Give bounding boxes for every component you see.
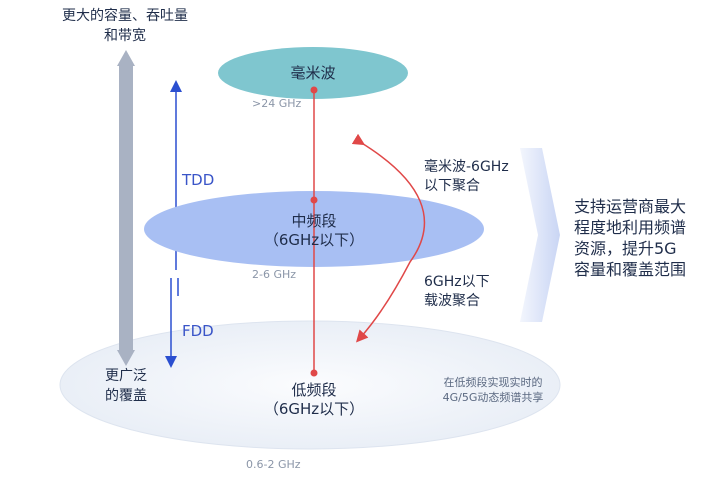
mmwave-ellipse	[218, 47, 408, 99]
bottom-axis-label: 更广泛 的覆盖	[96, 366, 156, 406]
chevron-arrow-shape	[520, 148, 560, 322]
mid-band-dot	[310, 196, 318, 204]
mid-band-range: 2-6 GHz	[252, 268, 297, 281]
upper-aggregation-label: 毫米波-6GHz 以下聚合	[424, 158, 509, 196]
mid-band-name: 中频段 （6GHz以下）	[249, 212, 379, 250]
top-axis-label-line1: 更大的容量、吞吐量	[62, 8, 188, 24]
summary-line3: 资源，提升5G	[574, 239, 677, 258]
summary-line1: 支持运营商最大	[574, 197, 687, 216]
mid-band-name-line1: 中频段	[291, 212, 337, 230]
gray-axis-bar	[119, 66, 133, 352]
low-band-range: 0.6-2 GHz	[246, 458, 301, 471]
top-axis-label-line2: 和带宽	[104, 28, 146, 44]
low-band-note-line1: 在低频段实现实时的	[443, 376, 543, 389]
lower-aggregation-line2: 载波聚合	[424, 293, 480, 309]
low-band-dot	[310, 369, 318, 377]
low-band-ellipse	[59, 320, 561, 450]
bottom-axis-label-line2: 的覆盖	[105, 388, 147, 404]
mmwave-dot	[310, 86, 318, 94]
gray-axis-top-head	[117, 50, 135, 66]
lower-aggregation-label: 6GHz以下 载波聚合	[424, 273, 490, 311]
top-axis-label: 更大的容量、吞吐量 和带宽	[40, 6, 210, 46]
low-band-note-line2: 4G/5G动态频谱共享	[442, 391, 544, 404]
low-band-note: 在低频段实现实时的 4G/5G动态频谱共享	[418, 375, 568, 405]
summary-text: 支持运营商最大 程度地利用频谱 资源，提升5G 容量和覆盖范围	[574, 196, 686, 280]
mid-band-name-line2: （6GHz以下）	[263, 231, 365, 249]
summary-line4: 容量和覆盖范围	[574, 260, 687, 279]
tdd-label: TDD	[182, 171, 215, 189]
mmwave-range: >24 GHz	[252, 97, 302, 110]
low-band-name-line1: 低频段	[291, 381, 337, 399]
gray-axis-bottom-head	[117, 350, 135, 366]
aggregation-curve-arrow	[351, 133, 426, 343]
low-band-name-line2: （6GHz以下）	[263, 400, 365, 418]
upper-aggregation-line2: 以下聚合	[424, 178, 480, 194]
mmwave-name: 毫米波	[290, 64, 336, 82]
lower-aggregation-line1: 6GHz以下	[424, 274, 490, 290]
bottom-axis-label-line1: 更广泛	[105, 368, 147, 384]
upper-aggregation-line1: 毫米波-6GHz	[424, 159, 509, 175]
summary-line2: 程度地利用频谱	[574, 218, 687, 237]
low-band-name: 低频段 （6GHz以下）	[249, 381, 379, 419]
fdd-label: FDD	[182, 322, 214, 340]
